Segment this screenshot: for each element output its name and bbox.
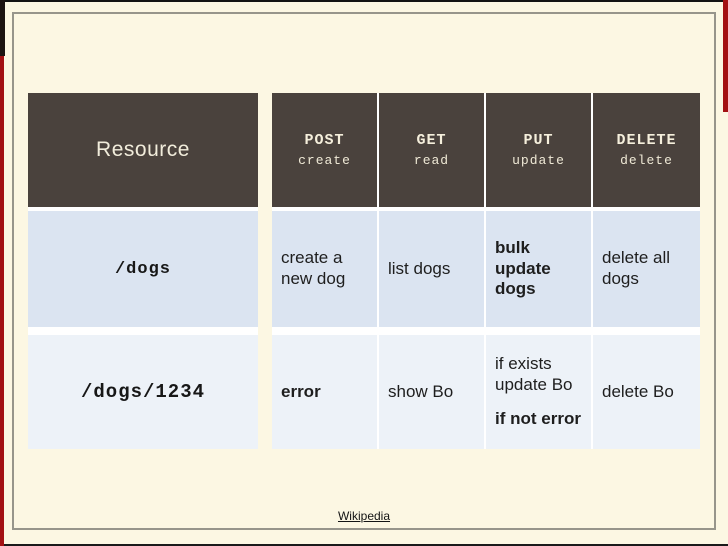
bottom-edge-line [0,544,728,546]
dogs1234-delete-text: delete Bo [602,381,674,401]
header-cell-put: PUT update [486,93,591,207]
wikipedia-link[interactable]: Wikipedia [337,509,391,523]
dogs-delete-text: delete all dogs [602,248,671,288]
cell-dogs-get: list dogs [379,211,484,327]
resource-cell-dogs-1234: /dogs/1234 [28,335,258,449]
cell-dogs-delete: delete all dogs [593,211,700,327]
header-cell-delete: DELETE delete [593,93,700,207]
get-method-label: GET [416,132,447,149]
right-edge-red-strip [723,0,728,112]
post-verb-label: create [298,153,351,168]
dogs-put-text: bulk update dogs [495,237,551,299]
cell-dogs1234-get: show Bo [379,335,484,449]
post-method-label: POST [304,132,345,149]
cell-dogs-put: bulk update dogs [486,211,591,327]
dogs-post-text: create a new dog [281,248,346,288]
resource-cell-dogs: /dogs [28,211,258,327]
cell-dogs1234-put: if exists update Bo if not error [486,335,591,449]
resource-dogs-label: /dogs [114,259,171,279]
left-edge-red-strip [0,0,4,546]
dogs1234-get-text: show Bo [388,381,454,401]
dogs-get-text: list dogs [388,258,451,278]
delete-method-label: DELETE [616,132,677,149]
dogs1234-put-line1: if exists update Bo [495,353,573,394]
resource-header-label: Resource [96,138,190,161]
get-verb-label: read [413,153,450,168]
resource-dogs-1234-label: /dogs/1234 [80,381,206,403]
resource-header-cell: Resource [28,93,258,207]
dogs1234-put-line2: if not error [495,409,581,429]
cell-dogs1234-delete: delete Bo [593,335,700,449]
methods-table: POST create GET read PUT update DELETE d… [272,93,700,449]
footer: Wikipedia [0,509,728,523]
header-cell-post: POST create [272,93,377,207]
top-edge-line [0,0,728,2]
put-method-label: PUT [523,132,554,149]
cell-dogs1234-post: error [272,335,377,449]
cell-dogs-post: create a new dog [272,211,377,327]
left-edge-dark-corner [0,0,5,56]
slide-border-frame [12,12,716,530]
put-verb-label: update [512,153,565,168]
dogs1234-post-text: error [281,381,321,401]
header-cell-get: GET read [379,93,484,207]
resource-column: Resource /dogs /dogs/1234 [28,93,258,449]
delete-verb-label: delete [620,153,673,168]
